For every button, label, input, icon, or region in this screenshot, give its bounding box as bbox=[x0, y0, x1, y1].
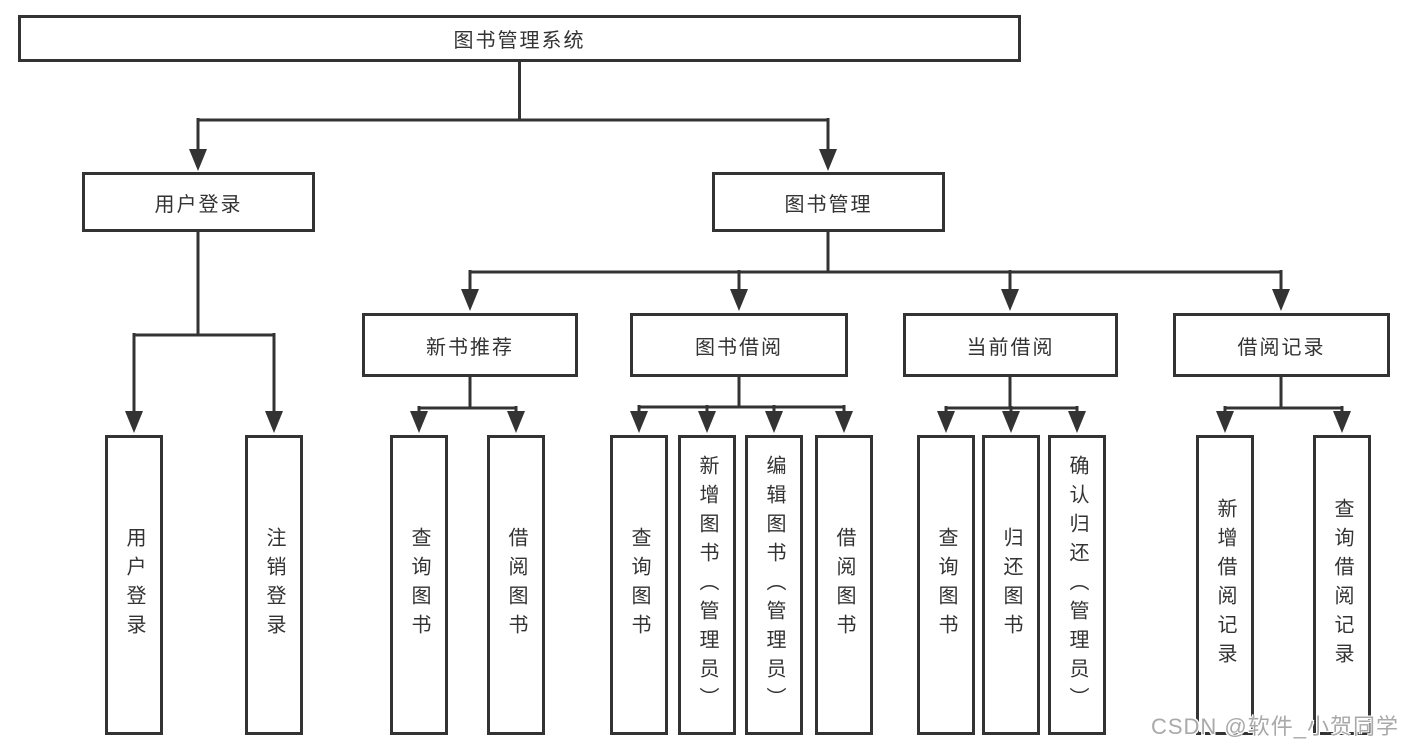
leaf-br-query-record: 查询借阅记录 bbox=[1313, 435, 1371, 735]
node-label: 编辑图书（管理员） bbox=[763, 454, 785, 716]
leaf-nbr-query-books: 查询图书 bbox=[390, 435, 448, 735]
leaf-cb-confirm-return-admin: 确认归还（管理员） bbox=[1048, 435, 1106, 735]
leaf-cb-query-books: 查询图书 bbox=[917, 435, 975, 735]
node-label: 归还图书 bbox=[1000, 527, 1022, 643]
leaf-bb-edit-books-admin: 编辑图书（管理员） bbox=[745, 435, 803, 735]
node-label: 借阅图书 bbox=[833, 527, 855, 643]
node-label: 查询图书 bbox=[628, 527, 650, 643]
node-label: 新增借阅记录 bbox=[1214, 498, 1236, 672]
node-label: 当前借阅 bbox=[966, 336, 1055, 359]
node-borrow-records: 借阅记录 bbox=[1173, 313, 1390, 377]
leaf-cb-return-books: 归还图书 bbox=[982, 435, 1040, 735]
node-label: 图书管理 bbox=[784, 193, 873, 216]
node-label: 借阅记录 bbox=[1237, 336, 1326, 359]
node-label: 确认归还（管理员） bbox=[1066, 454, 1088, 716]
node-new-book-recommend: 新书推荐 bbox=[362, 313, 578, 377]
node-label: 新书推荐 bbox=[426, 336, 514, 359]
watermark-text: CSDN @软件_小贺同学 bbox=[1150, 714, 1399, 739]
node-label: 查询图书 bbox=[935, 527, 957, 643]
node-label: 用户登录 bbox=[154, 193, 243, 216]
leaf-br-add-record: 新增借阅记录 bbox=[1196, 435, 1254, 735]
node-label: 查询借阅记录 bbox=[1331, 498, 1353, 672]
leaf-nbr-borrow-books: 借阅图书 bbox=[487, 435, 545, 735]
node-label: 用户登录 bbox=[123, 527, 145, 643]
leaf-logout: 注销登录 bbox=[245, 435, 303, 735]
node-book-management: 图书管理 bbox=[712, 172, 945, 232]
node-label: 注销登录 bbox=[263, 527, 285, 643]
leaf-bb-add-books-admin: 新增图书（管理员） bbox=[678, 435, 736, 735]
node-label: 查询图书 bbox=[408, 527, 430, 643]
node-current-borrowing: 当前借阅 bbox=[903, 313, 1118, 377]
leaf-user-login: 用户登录 bbox=[105, 435, 163, 735]
node-library-management-system: 图书管理系统 bbox=[18, 15, 1021, 62]
node-label: 借阅图书 bbox=[505, 527, 527, 643]
node-label: 图书管理系统 bbox=[453, 30, 586, 52]
node-label: 图书借阅 bbox=[695, 336, 783, 359]
leaf-bb-borrow-books: 借阅图书 bbox=[815, 435, 873, 735]
node-label: 新增图书（管理员） bbox=[696, 454, 718, 716]
node-user-login: 用户登录 bbox=[82, 172, 315, 232]
node-book-borrowing: 图书借阅 bbox=[630, 313, 848, 377]
leaf-bb-query-books: 查询图书 bbox=[610, 435, 668, 735]
